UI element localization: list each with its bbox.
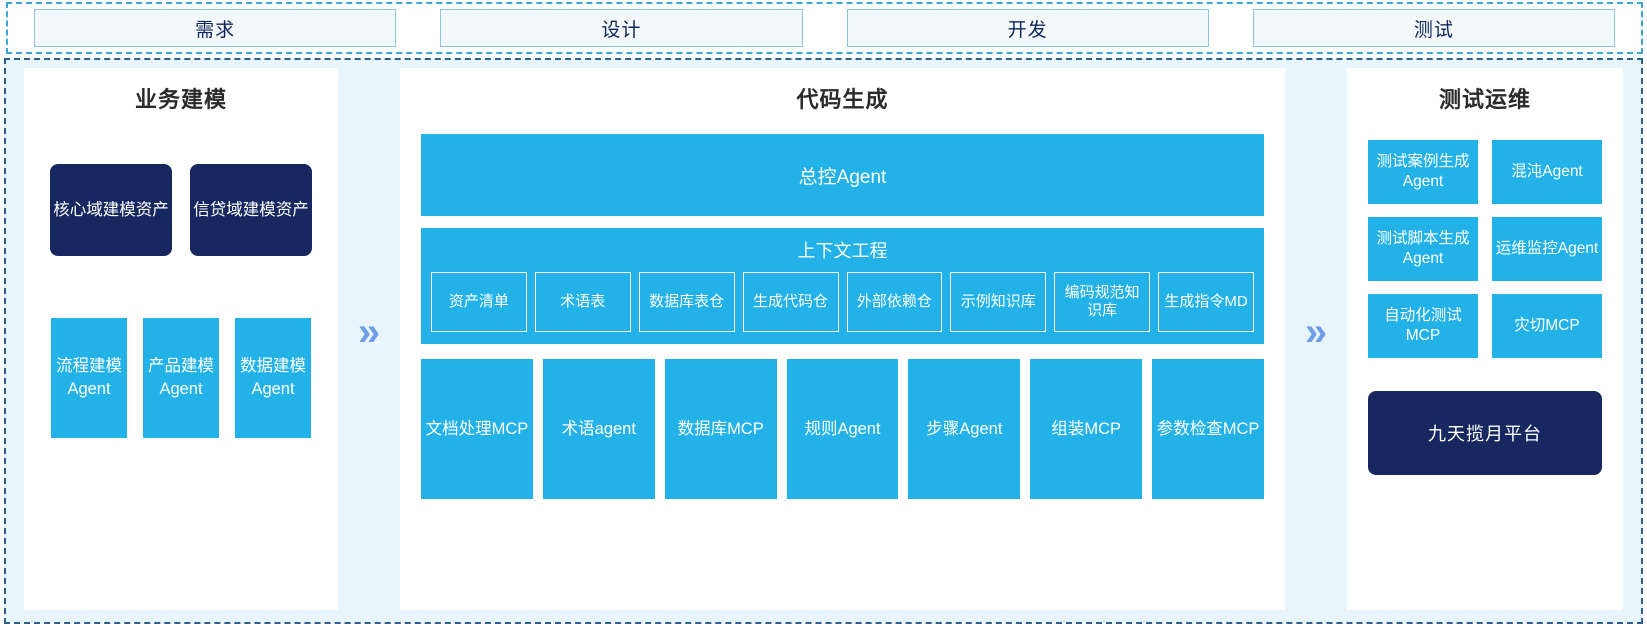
phase-label: 测试 (1413, 19, 1454, 41)
testops-card-label: 自动化测试MCP (1384, 306, 1462, 344)
testops-card-test-case-generation-agent[interactable]: 测试案例生成Agent (1368, 140, 1478, 204)
context-item-external-dependency-repo[interactable]: 外部依赖仓 (846, 272, 943, 332)
panel-title-business-modeling: 业务建模 (134, 87, 227, 112)
context-item-generation-instruction-md[interactable]: 生成指令MD (1158, 272, 1254, 332)
phase-box-requirements[interactable]: 需求 (34, 9, 397, 47)
context-engineering-item-list: 资产清单 术语表 数据库表仓 生成代码仓 外部依赖仓 示例知 (431, 272, 1254, 332)
master-control-agent-label: 总控Agent (798, 166, 887, 188)
context-item-label: 外部依赖仓 (856, 292, 932, 310)
tool-card-step-agent[interactable]: 步骤Agent (908, 359, 1021, 499)
context-engineering-block: 上下文工程 资产清单 术语表 数据库表仓 生成代码仓 外部依赖仓 (421, 228, 1264, 344)
tool-card-rule-agent[interactable]: 规则Agent (786, 359, 899, 499)
context-item-label: 资产清单 (448, 292, 509, 310)
test-operations-card-grid: 测试案例生成Agent 混沌Agent 测试脚本生成Agent 运维监控Agen… (1368, 140, 1602, 358)
master-control-agent-banner[interactable]: 总控Agent (421, 134, 1264, 216)
chevron-right-icon-right: » (1285, 68, 1347, 610)
context-item-glossary[interactable]: 术语表 (534, 272, 631, 332)
context-item-example-knowledge-base[interactable]: 示例知识库 (950, 272, 1047, 332)
tool-card-glossary-agent[interactable]: 术语agent (542, 359, 655, 499)
phase-strip: 需求 设计 开发 测试 (6, 2, 1643, 54)
tool-card-label: 组装MCP (1051, 419, 1122, 438)
code-generation-tool-row: 文档处理MCP 术语agent 数据库MCP 规则Agent 步骤Agent 组… (421, 359, 1265, 499)
agent-card-label: 流程建模Agent (56, 356, 122, 398)
panel-business-modeling: 业务建模 核心域建模资产 信贷域建模资产 流程建模Agent 产品建模Agent… (24, 68, 338, 610)
testops-card-chaos-agent[interactable]: 混沌Agent (1492, 140, 1602, 204)
phase-box-design[interactable]: 设计 (440, 9, 803, 47)
context-item-coding-standard-knowledge-base[interactable]: 编码规范知识库 (1054, 272, 1151, 332)
phase-label: 设计 (601, 19, 642, 41)
agent-card-product-modeling[interactable]: 产品建模Agent (143, 318, 219, 438)
panel-code-generation: 代码生成 总控Agent 上下文工程 资产清单 术语表 数据库表仓 (400, 68, 1285, 610)
phase-label: 需求 (195, 19, 236, 41)
testops-card-label: 运维监控Agent (1495, 239, 1599, 257)
testops-card-automated-test-mcp[interactable]: 自动化测试MCP (1368, 294, 1478, 358)
panel-title-code-generation: 代码生成 (796, 87, 889, 112)
tool-card-database-mcp[interactable]: 数据库MCP (664, 359, 777, 499)
asset-card-label: 核心域建模资产 (53, 200, 169, 219)
tool-card-document-processing-mcp[interactable]: 文档处理MCP (421, 359, 533, 499)
phase-label: 开发 (1007, 19, 1048, 41)
business-modeling-asset-group: 核心域建模资产 信贷域建模资产 (50, 164, 312, 256)
tool-card-label: 文档处理MCP (425, 419, 529, 438)
testops-card-label: 测试案例生成Agent (1376, 152, 1470, 190)
testops-card-test-script-generation-agent[interactable]: 测试脚本生成Agent (1368, 217, 1478, 281)
context-item-label: 数据库表仓 (649, 292, 725, 310)
asset-card-label: 信贷域建模资产 (193, 200, 309, 219)
agent-card-data-modeling[interactable]: 数据建模Agent (235, 318, 311, 438)
tool-card-parameter-check-mcp[interactable]: 参数检查MCP (1152, 359, 1265, 499)
context-item-label: 术语表 (560, 292, 606, 310)
chevron-glyph: » (1304, 310, 1328, 354)
context-engineering-title: 上下文工程 (797, 241, 888, 261)
context-item-db-table-repo[interactable]: 数据库表仓 (638, 272, 735, 332)
chevron-right-icon-left: » (338, 68, 400, 610)
business-modeling-agent-group: 流程建模Agent 产品建模Agent 数据建模Agent (51, 318, 311, 438)
testops-card-disaster-switch-mcp[interactable]: 灾切MCP (1492, 294, 1602, 358)
tool-card-assembly-mcp[interactable]: 组装MCP (1030, 359, 1143, 499)
agent-card-label: 数据建模Agent (240, 356, 306, 398)
code-generation-body: 总控Agent 上下文工程 资产清单 术语表 数据库表仓 生成代码仓 (400, 114, 1285, 517)
panel-title-test-operations: 测试运维 (1438, 87, 1531, 112)
phase-box-testing[interactable]: 测试 (1252, 9, 1615, 47)
context-item-label: 生成代码仓 (753, 292, 829, 310)
context-item-generated-code-repo[interactable]: 生成代码仓 (742, 272, 839, 332)
tool-card-label: 术语agent (561, 419, 636, 438)
panel-test-operations: 测试运维 测试案例生成Agent 混沌Agent 测试脚本生成Agent 运维监… (1347, 68, 1623, 610)
agent-card-label: 产品建模Agent (148, 356, 214, 398)
testops-card-operations-monitoring-agent[interactable]: 运维监控Agent (1492, 217, 1602, 281)
agent-card-process-modeling[interactable]: 流程建模Agent (51, 318, 127, 438)
context-item-label: 编码规范知识库 (1064, 283, 1140, 319)
tool-card-label: 参数检查MCP (1156, 419, 1260, 438)
context-item-label: 示例知识库 (960, 292, 1036, 310)
phase-box-development[interactable]: 开发 (846, 9, 1209, 47)
asset-card-core-domain[interactable]: 核心域建模资产 (50, 164, 172, 256)
tool-card-label: 规则Agent (804, 419, 881, 438)
platform-card-label: 九天揽月平台 (1428, 424, 1542, 444)
asset-card-credit-domain[interactable]: 信贷域建模资产 (190, 164, 312, 256)
chevron-glyph: » (357, 310, 381, 354)
context-item-label: 生成指令MD (1164, 292, 1248, 310)
context-item-asset-inventory[interactable]: 资产清单 (431, 272, 527, 332)
testops-card-label: 灾切MCP (1514, 316, 1580, 334)
testops-card-label: 混沌Agent (1511, 162, 1583, 180)
tool-card-label: 数据库MCP (677, 419, 764, 438)
platform-card-jiutian-lanyue[interactable]: 九天揽月平台 (1368, 391, 1602, 475)
testops-card-label: 测试脚本生成Agent (1376, 229, 1470, 267)
tool-card-label: 步骤Agent (926, 419, 1003, 438)
architecture-canvas: 业务建模 核心域建模资产 信贷域建模资产 流程建模Agent 产品建模Agent… (4, 58, 1643, 624)
